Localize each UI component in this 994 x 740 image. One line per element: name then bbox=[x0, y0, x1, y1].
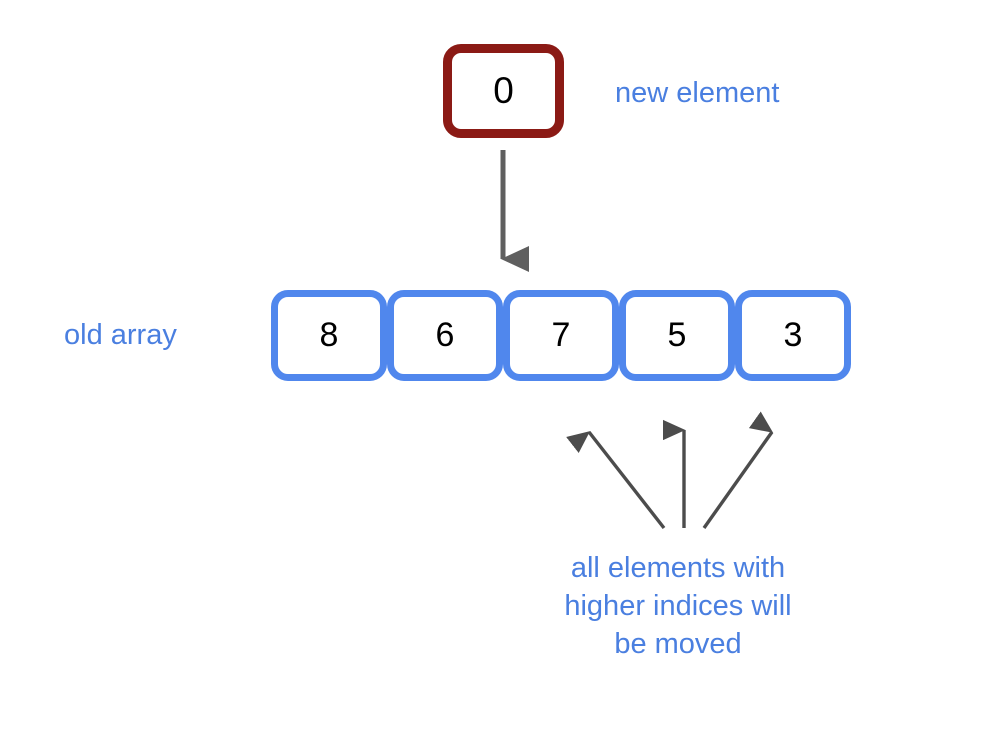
shift-arrow-to-index-4 bbox=[702, 411, 774, 529]
array-cell-value-3: 5 bbox=[667, 316, 687, 354]
array-cell-2: 7 bbox=[503, 290, 619, 381]
shift-note: all elements with higher indices will be… bbox=[498, 549, 858, 663]
shift-note-line-2: higher indices will bbox=[564, 590, 792, 622]
array-cell-0: 8 bbox=[271, 290, 387, 381]
shift-note-line-3: be moved bbox=[614, 628, 742, 660]
array-cell-value-0: 8 bbox=[319, 316, 339, 354]
array-cell-value-1: 6 bbox=[435, 316, 455, 354]
new-element-label: new element bbox=[615, 77, 780, 109]
new-element-value: 0 bbox=[493, 70, 514, 111]
shift-arrow-to-index-2 bbox=[566, 430, 666, 530]
array-cell-4: 3 bbox=[735, 290, 851, 381]
old-array-label: old array bbox=[64, 319, 177, 351]
array-cell-value-2: 7 bbox=[551, 316, 571, 354]
shift-note-line-1: all elements with bbox=[570, 552, 786, 584]
array-cell-value-4: 3 bbox=[783, 316, 803, 354]
array-cell-1: 6 bbox=[387, 290, 503, 381]
array-cell-3: 5 bbox=[619, 290, 735, 381]
new-element-box: 0 bbox=[443, 44, 564, 138]
